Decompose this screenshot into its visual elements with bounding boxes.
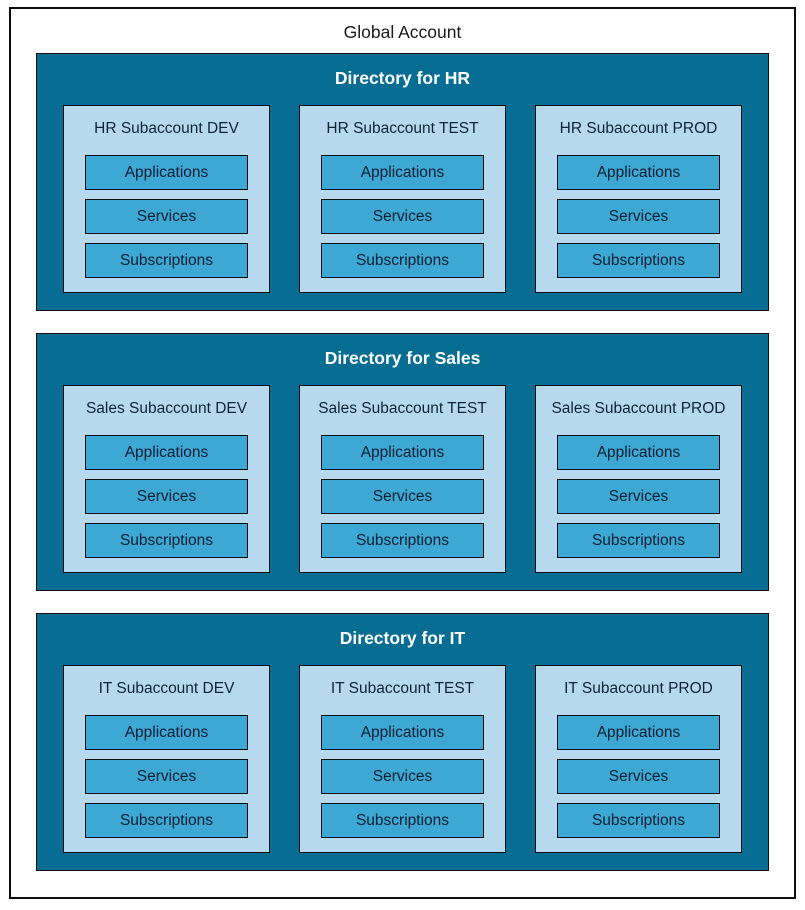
subaccount-card-it-test: IT Subaccount TEST Applications Services… bbox=[299, 665, 506, 853]
subaccount-title: HR Subaccount TEST bbox=[326, 120, 479, 137]
services-box: Services bbox=[557, 759, 720, 794]
applications-box: Applications bbox=[557, 435, 720, 470]
applications-box: Applications bbox=[85, 435, 248, 470]
services-box: Services bbox=[321, 759, 484, 794]
applications-box: Applications bbox=[321, 715, 484, 750]
directory-hr: Directory for HR HR Subaccount DEV Appli… bbox=[36, 53, 769, 311]
global-account-title: Global Account bbox=[343, 22, 462, 42]
subaccount-row: Sales Subaccount DEV Applications Servic… bbox=[37, 385, 768, 573]
subaccount-row: IT Subaccount DEV Applications Services … bbox=[37, 665, 768, 853]
directory-title: Directory for Sales bbox=[324, 348, 481, 368]
directory-title: Directory for IT bbox=[339, 628, 466, 648]
subaccount-title: Sales Subaccount PROD bbox=[551, 400, 726, 417]
services-box: Services bbox=[321, 199, 484, 234]
services-box: Services bbox=[557, 479, 720, 514]
subscriptions-box: Subscriptions bbox=[321, 523, 484, 558]
subscriptions-box: Subscriptions bbox=[85, 243, 248, 278]
services-box: Services bbox=[557, 199, 720, 234]
directory-it: Directory for IT IT Subaccount DEV Appli… bbox=[36, 613, 769, 871]
subaccount-card-hr-prod: HR Subaccount PROD Applications Services… bbox=[535, 105, 742, 293]
subscriptions-box: Subscriptions bbox=[557, 803, 720, 838]
applications-box: Applications bbox=[557, 155, 720, 190]
global-account-container: Global Account Directory for HR HR Subac… bbox=[9, 7, 796, 899]
subaccount-row: HR Subaccount DEV Applications Services … bbox=[37, 105, 768, 293]
services-box: Services bbox=[85, 759, 248, 794]
subaccount-title: Sales Subaccount DEV bbox=[85, 400, 248, 417]
directory-sales: Directory for Sales Sales Subaccount DEV… bbox=[36, 333, 769, 591]
applications-box: Applications bbox=[557, 715, 720, 750]
subaccount-title: HR Subaccount PROD bbox=[559, 120, 718, 137]
subscriptions-box: Subscriptions bbox=[557, 523, 720, 558]
subaccount-card-it-dev: IT Subaccount DEV Applications Services … bbox=[63, 665, 270, 853]
subaccount-card-hr-test: HR Subaccount TEST Applications Services… bbox=[299, 105, 506, 293]
subaccount-title: IT Subaccount DEV bbox=[98, 680, 235, 697]
applications-box: Applications bbox=[321, 155, 484, 190]
subaccount-card-it-prod: IT Subaccount PROD Applications Services… bbox=[535, 665, 742, 853]
services-box: Services bbox=[321, 479, 484, 514]
subaccount-card-sales-dev: Sales Subaccount DEV Applications Servic… bbox=[63, 385, 270, 573]
subscriptions-box: Subscriptions bbox=[321, 243, 484, 278]
subscriptions-box: Subscriptions bbox=[321, 803, 484, 838]
subaccount-title: HR Subaccount DEV bbox=[94, 120, 239, 137]
subaccount-card-hr-dev: HR Subaccount DEV Applications Services … bbox=[63, 105, 270, 293]
subscriptions-box: Subscriptions bbox=[85, 803, 248, 838]
subaccount-title: IT Subaccount TEST bbox=[330, 680, 475, 697]
applications-box: Applications bbox=[85, 715, 248, 750]
services-box: Services bbox=[85, 479, 248, 514]
subscriptions-box: Subscriptions bbox=[557, 243, 720, 278]
subaccount-title: IT Subaccount PROD bbox=[564, 680, 713, 697]
subaccount-card-sales-prod: Sales Subaccount PROD Applications Servi… bbox=[535, 385, 742, 573]
subaccount-card-sales-test: Sales Subaccount TEST Applications Servi… bbox=[299, 385, 506, 573]
subaccount-title: Sales Subaccount TEST bbox=[318, 400, 487, 417]
directory-title: Directory for HR bbox=[334, 68, 471, 88]
services-box: Services bbox=[85, 199, 248, 234]
applications-box: Applications bbox=[85, 155, 248, 190]
applications-box: Applications bbox=[321, 435, 484, 470]
subscriptions-box: Subscriptions bbox=[85, 523, 248, 558]
